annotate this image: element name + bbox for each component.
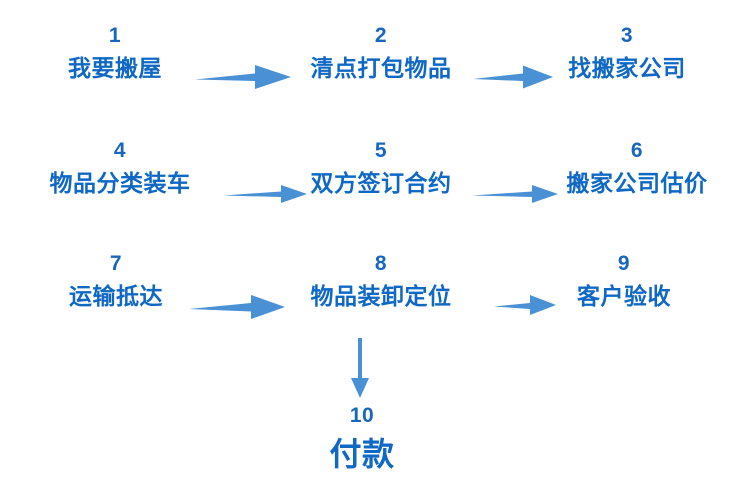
flow-node-8-number: 8 — [374, 252, 388, 275]
flow-node-10-label: 付款 — [329, 436, 395, 472]
flow-node-5[interactable]: 5 双方签订合约 — [311, 140, 452, 195]
flow-node-3-number: 3 — [620, 24, 634, 47]
flow-node-2[interactable]: 2 清点打包物品 — [311, 25, 452, 80]
flow-node-1[interactable]: 1 我要搬屋 — [68, 25, 162, 80]
flow-node-2-label: 清点打包物品 — [310, 55, 452, 81]
arrow-step4-to-step5-icon — [223, 183, 307, 205]
flow-node-2-number: 2 — [374, 24, 388, 47]
flow-node-8-label: 物品装卸定位 — [310, 283, 452, 309]
flow-node-10[interactable]: 10 付款 — [329, 405, 394, 472]
flow-node-8[interactable]: 8 物品装卸定位 — [311, 253, 452, 308]
flow-node-10-number: 10 — [349, 404, 375, 427]
arrow-step7-to-step8-icon — [189, 293, 285, 321]
arrow-step1-to-step2-icon — [195, 62, 291, 92]
flow-node-9-number: 9 — [617, 252, 631, 275]
flow-node-4-label: 物品分类装车 — [49, 170, 191, 196]
flow-node-4[interactable]: 4 物品分类装车 — [50, 140, 191, 195]
flow-node-6-label: 搬家公司估价 — [566, 170, 708, 196]
flow-node-3-label: 找搬家公司 — [568, 55, 686, 81]
flow-node-7-label: 运输抵达 — [69, 283, 163, 309]
arrow-step8-to-step9-icon — [494, 293, 556, 317]
arrow-step2-to-step3-icon — [473, 63, 553, 91]
arrow-step8-to-step10-icon — [349, 338, 371, 398]
flow-node-7[interactable]: 7 运输抵达 — [69, 253, 163, 308]
flow-node-1-label: 我要搬屋 — [68, 55, 162, 81]
flow-node-1-number: 1 — [108, 24, 122, 47]
flow-node-7-number: 7 — [109, 252, 123, 275]
flow-node-5-label: 双方签订合约 — [310, 170, 452, 196]
flow-node-6-number: 6 — [630, 139, 644, 162]
flow-node-6[interactable]: 6 搬家公司估价 — [567, 140, 708, 195]
flow-node-5-number: 5 — [374, 139, 388, 162]
flow-node-3[interactable]: 3 找搬家公司 — [568, 25, 686, 80]
arrow-step5-to-step6-icon — [472, 183, 558, 205]
flow-node-9-label: 客户验收 — [577, 283, 671, 309]
flow-node-9[interactable]: 9 客户验收 — [577, 253, 671, 308]
flow-node-4-number: 4 — [113, 139, 127, 162]
